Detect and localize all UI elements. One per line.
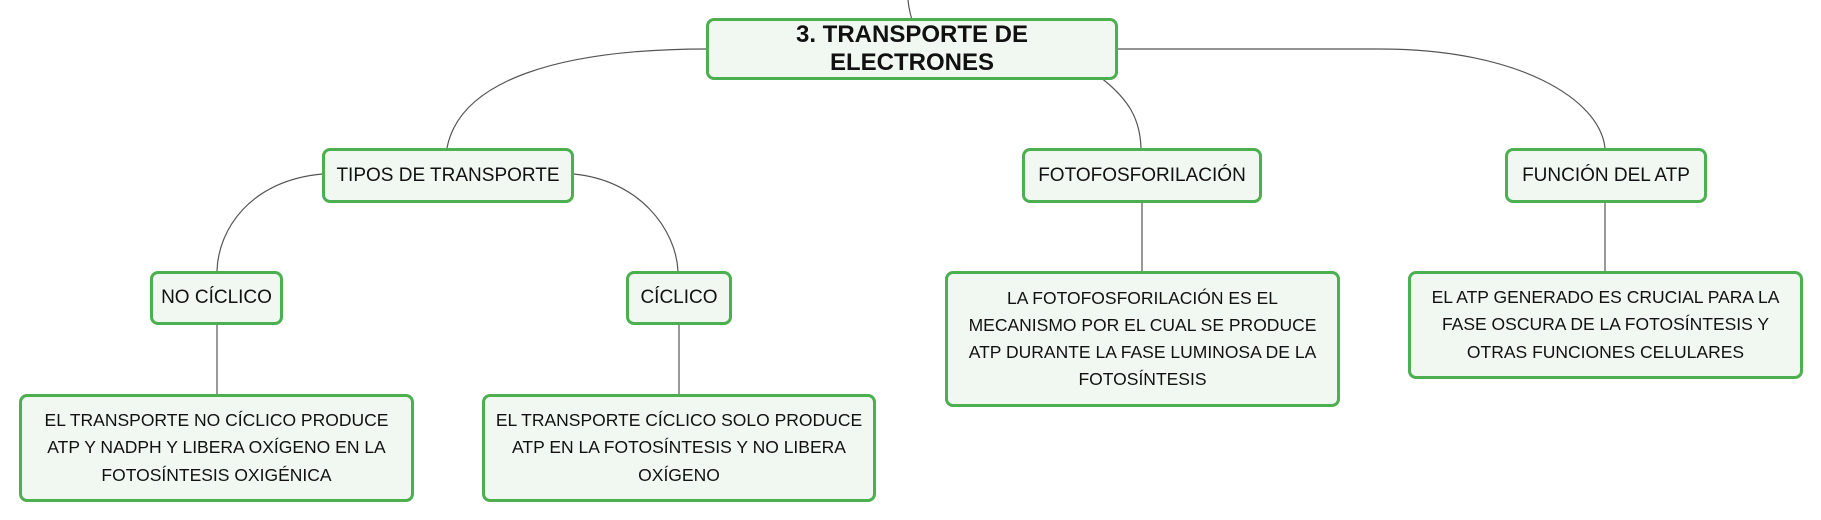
- connector-root-to-fotofosforilacion: [1099, 76, 1142, 149]
- detail-node-funcion-atp[interactable]: EL ATP GENERADO ES CRUCIAL PARA LA FASE …: [1408, 271, 1803, 379]
- detail-node-ciclico[interactable]: EL TRANSPORTE CÍCLICO SOLO PRODUCE ATP E…: [482, 394, 876, 502]
- connector-parent-to-root: [907, 0, 913, 21]
- connector-root-to-funcion-atp: [1117, 48, 1606, 149]
- detail-node-ciclico-text: EL TRANSPORTE CÍCLICO SOLO PRODUCE ATP E…: [495, 410, 863, 485]
- subtopic-node-no-ciclico[interactable]: NO CÍCLICO: [150, 271, 283, 325]
- connector-tipos-to-ciclico: [572, 173, 679, 272]
- subtopic-node-ciclico-label: CÍCLICO: [640, 287, 718, 308]
- detail-node-no-ciclico-text: EL TRANSPORTE NO CÍCLICO PRODUCE ATP Y N…: [44, 410, 389, 485]
- topic-node-fotofosforilacion[interactable]: FOTOFOSFORILACIÓN: [1022, 148, 1262, 203]
- topic-node-fotofosforilacion-label: FOTOFOSFORILACIÓN: [1038, 164, 1246, 186]
- topic-node-funcion-atp-label: FUNCIÓN DEL ATP: [1522, 164, 1690, 186]
- connector-root-to-tipos: [446, 48, 708, 149]
- topic-node-tipos-label: TIPOS DE TRANSPORTE: [336, 164, 560, 186]
- connector-tipos-to-no-ciclico: [216, 173, 324, 272]
- detail-node-funcion-atp-text: EL ATP GENERADO ES CRUCIAL PARA LA FASE …: [1431, 287, 1780, 362]
- topic-node-tipos[interactable]: TIPOS DE TRANSPORTE: [322, 148, 574, 203]
- detail-node-fotofosforilacion[interactable]: LA FOTOFOSFORILACIÓN ES EL MECANISMO POR…: [945, 271, 1340, 407]
- root-node[interactable]: 3. TRANSPORTE DE ELECTRONES: [706, 18, 1118, 80]
- detail-node-fotofosforilacion-text: LA FOTOFOSFORILACIÓN ES EL MECANISMO POR…: [968, 287, 1317, 390]
- subtopic-node-ciclico[interactable]: CÍCLICO: [626, 271, 732, 325]
- detail-node-no-ciclico[interactable]: EL TRANSPORTE NO CÍCLICO PRODUCE ATP Y N…: [19, 394, 414, 502]
- subtopic-node-no-ciclico-label: NO CÍCLICO: [161, 287, 272, 308]
- root-node-label: 3. TRANSPORTE DE ELECTRONES: [795, 21, 1029, 76]
- topic-node-funcion-atp[interactable]: FUNCIÓN DEL ATP: [1505, 148, 1707, 203]
